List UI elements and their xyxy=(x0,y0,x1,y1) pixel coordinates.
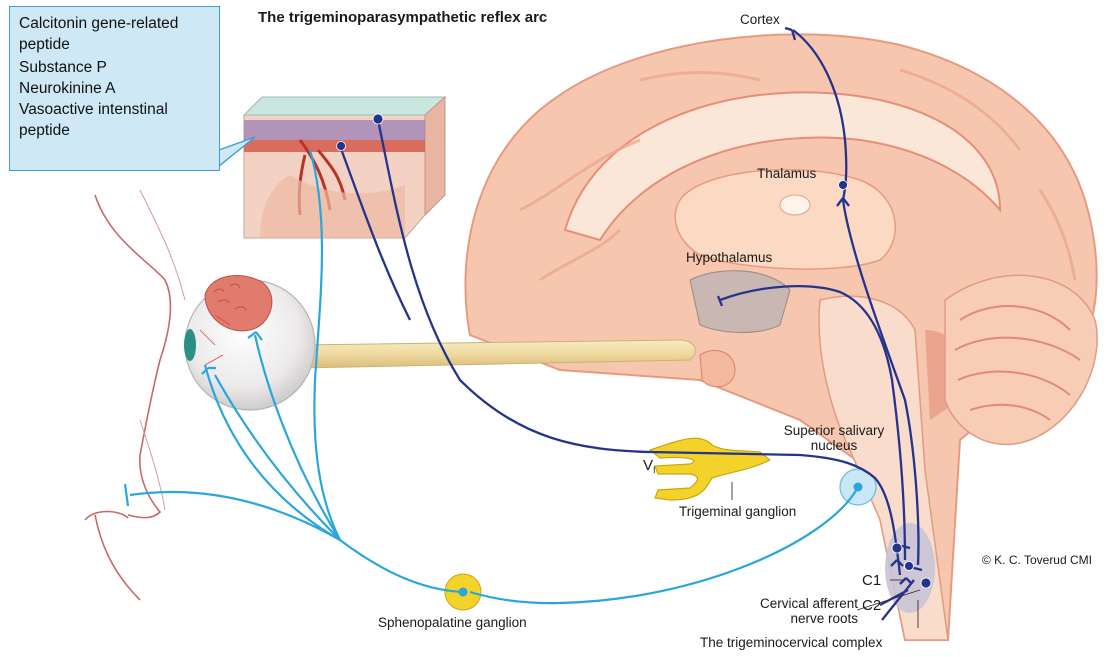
label-v1-subscript: I xyxy=(653,465,656,475)
ssn-to-spg xyxy=(470,487,858,603)
label-trigeminocervical-complex: The trigeminocervical complex xyxy=(700,635,882,650)
thalamus-nucleus xyxy=(780,195,810,215)
label-cortex: Cortex xyxy=(740,12,780,27)
iris xyxy=(184,329,196,361)
label-thalamus: Thalamus xyxy=(757,166,816,181)
label-v1: VI xyxy=(643,458,656,478)
label-hypothalamus: Hypothalamus xyxy=(686,250,772,265)
callout-item-substance-p: Substance P xyxy=(19,57,210,78)
eye xyxy=(184,276,315,410)
label-v1-main: V xyxy=(643,457,653,474)
cerebellum xyxy=(945,275,1097,444)
face-profile xyxy=(95,195,170,600)
callout-item-vip: Vasoactive intenstinal peptide xyxy=(19,99,210,141)
label-cervical-afferent-nerve-roots: Cervical afferent nerve roots xyxy=(738,596,858,626)
figure-title: The trigeminoparasympathetic reflex arc xyxy=(258,9,547,26)
nostril xyxy=(85,512,128,521)
hypothalamus-region xyxy=(690,271,790,333)
callout-item-cgrp: Calcitonin gene-related peptide xyxy=(19,13,210,55)
spg-to-branches xyxy=(340,540,463,592)
nasal-branch xyxy=(130,492,340,540)
label-c2: C2 xyxy=(862,598,881,613)
label-c1: C1 xyxy=(862,573,881,588)
neuropeptide-callout: Calcitonin gene-related peptide Substanc… xyxy=(9,6,220,171)
label-trigeminal-ganglion: Trigeminal ganglion xyxy=(679,504,796,519)
copyright-credit: © K. C. Toverud CMI xyxy=(982,553,1092,568)
label-sphenopalatine-ganglion: Sphenopalatine ganglion xyxy=(378,615,527,630)
pituitary xyxy=(700,350,735,386)
trigeminal-ganglion-shape xyxy=(650,438,770,500)
callout-item-neurokinin-a: Neurokinine A xyxy=(19,78,210,99)
meningeal-vessel-block xyxy=(244,97,445,238)
label-superior-salivary-nucleus: Superior salivary nucleus xyxy=(783,423,885,453)
